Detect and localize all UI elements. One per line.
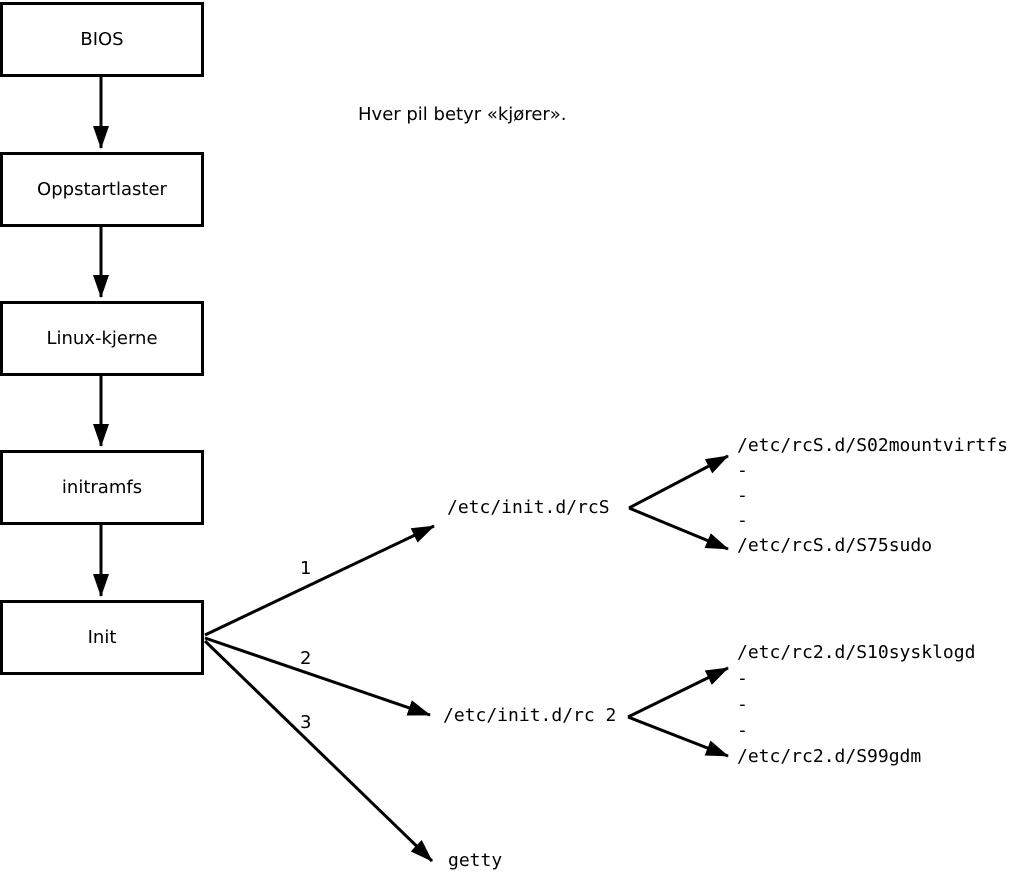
box-init-label: Init: [87, 627, 117, 648]
rcS-script-ellipsis: -: [737, 510, 748, 531]
rc2-script-ellipsis: -: [737, 720, 748, 741]
box-linux-kjerne: Linux-kjerne: [0, 301, 204, 376]
rcS-script-list: /etc/rcS.d/S02mountvirtfs - - - /etc/rcS…: [737, 433, 1008, 558]
arrow-rcS-to-last-script: [628, 506, 729, 551]
rc2-script-ellipsis: -: [737, 694, 748, 715]
box-bios-label: BIOS: [80, 29, 124, 50]
target-getty: getty: [448, 850, 503, 871]
rc2-script-item: /etc/rc2.d/S99gdm: [737, 746, 922, 767]
arrow-label-2: 2: [300, 648, 312, 669]
rcS-script-item: /etc/rcS.d/S02mountvirtfs: [737, 435, 1008, 456]
arrow-init-to-rc2: [204, 636, 431, 717]
target-rcS: /etc/init.d/rcS: [447, 497, 610, 518]
box-init: Init: [0, 600, 204, 675]
box-initramfs: initramfs: [0, 450, 204, 525]
box-linux-kjerne-label: Linux-kjerne: [46, 328, 158, 349]
rcS-script-item: /etc/rcS.d/S75sudo: [737, 535, 933, 556]
rc2-script-list: /etc/rc2.d/S10sysklogd - - - /etc/rc2.d/…: [737, 640, 975, 770]
arrow-rc2-to-last-script: [627, 715, 729, 758]
arrow-label-3: 3: [300, 712, 312, 733]
box-initramfs-label: initramfs: [61, 477, 143, 498]
target-rc2: /etc/init.d/rc 2: [443, 705, 617, 726]
box-bios: BIOS: [0, 2, 204, 77]
arrow-init-to-rcS: [204, 524, 435, 637]
arrow-rc2-to-first-script: [627, 666, 729, 719]
rc2-script-ellipsis: -: [737, 668, 748, 689]
arrow-init-to-getty: [203, 639, 434, 863]
rcS-script-ellipsis: -: [737, 485, 748, 506]
box-oppstartlaster-label: Oppstartlaster: [37, 179, 167, 200]
note-text: Hver pil betyr «kjører».: [358, 104, 567, 125]
arrow-label-1: 1: [300, 558, 312, 579]
box-oppstartlaster: Oppstartlaster: [0, 152, 204, 227]
arrow-rcS-to-first-script: [628, 454, 729, 510]
rc2-script-item: /etc/rc2.d/S10sysklogd: [737, 642, 976, 663]
rcS-script-ellipsis: -: [737, 460, 748, 481]
